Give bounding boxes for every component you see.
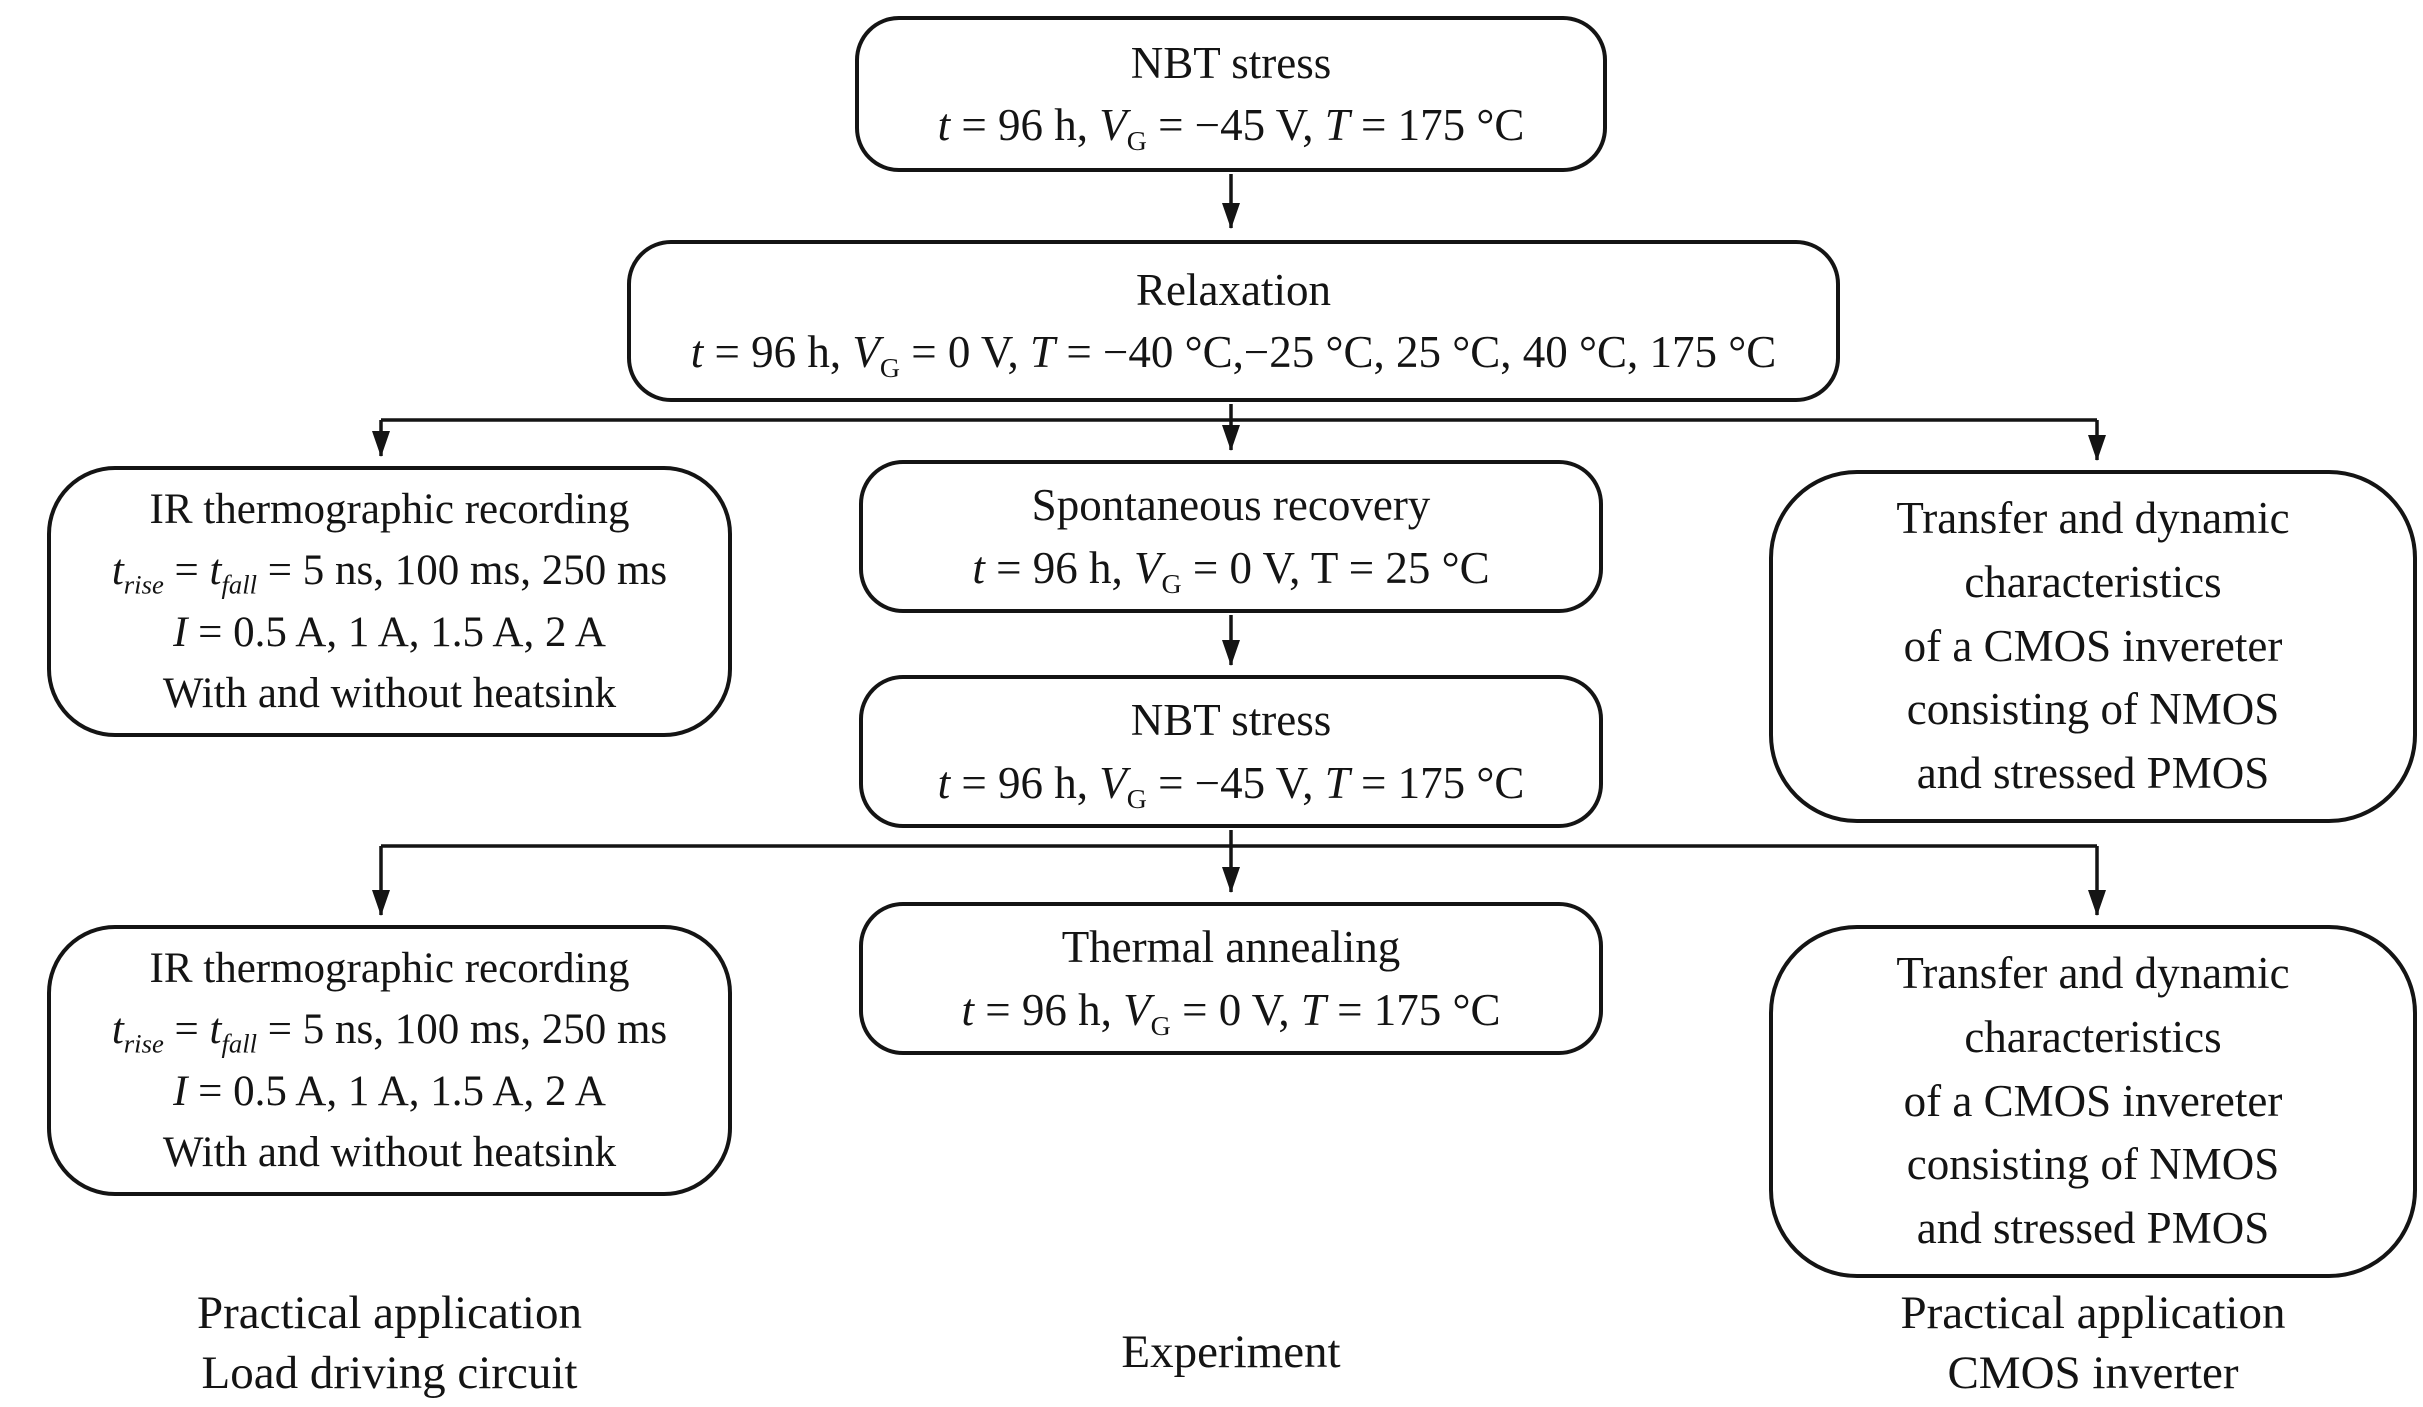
box-transfer-characteristics-2: Transfer and dynamic characteristics of … [1769, 925, 2417, 1278]
box-nbt-stress-2: NBT stress t = 96 h, VG = −45 V, T = 175… [859, 675, 1603, 828]
box-transfer-1-line1: Transfer and dynamic [1896, 492, 2290, 543]
box-nbt-stress-2-params: t = 96 h, VG = −45 V, T = 175 °C [937, 757, 1525, 815]
caption-practical-application-load-driving: Practical application Load driving circu… [47, 1283, 732, 1403]
box-ir-recording-1-line3: I = 0.5 A, 1 A, 1.5 A, 2 A [173, 608, 606, 656]
box-nbt-stress-1: NBT stress t = 96 h, VG = −45 V, T = 175… [855, 16, 1607, 172]
box-nbt-stress-2-title: NBT stress [1130, 695, 1332, 746]
box-thermal-annealing: Thermal annealing t = 96 h, VG = 0 V, T … [859, 902, 1603, 1055]
box-ir-recording-1-line2: trise = tfall = 5 ns, 100 ms, 250 ms [111, 547, 668, 601]
caption-experiment: Experiment [859, 1322, 1603, 1382]
box-spontaneous-recovery: Spontaneous recovery t = 96 h, VG = 0 V,… [859, 460, 1603, 613]
box-nbt-stress-1-params: t = 96 h, VG = −45 V, T = 175 °C [937, 100, 1525, 157]
box-transfer-1-line4: consisting of NMOS [1906, 684, 2280, 735]
box-transfer-2-line1: Transfer and dynamic [1896, 947, 2290, 998]
box-ir-recording-2-line3: I = 0.5 A, 1 A, 1.5 A, 2 A [173, 1067, 606, 1115]
box-transfer-2-line5: and stressed PMOS [1916, 1203, 2270, 1254]
box-ir-recording-2-line4: With and without heatsink [162, 1128, 617, 1176]
box-spontaneous-recovery-params: t = 96 h, VG = 0 V, T = 25 °C [972, 542, 1490, 600]
box-transfer-1-line3: of a CMOS invereter [1903, 620, 2283, 671]
box-ir-recording-2-line2: trise = tfall = 5 ns, 100 ms, 250 ms [111, 1006, 668, 1060]
box-nbt-stress-1-title: NBT stress [1130, 37, 1332, 88]
caption-left-line2: Load driving circuit [201, 1347, 578, 1400]
caption-center-line1: Experiment [1121, 1326, 1341, 1378]
box-transfer-1-line2: characteristics [1964, 556, 2222, 607]
box-ir-recording-1-line1: IR thermographic recording [149, 486, 630, 534]
box-thermal-annealing-title: Thermal annealing [1061, 922, 1401, 973]
box-relaxation-title: Relaxation [1136, 264, 1331, 315]
caption-left-line1: Practical application [197, 1287, 582, 1339]
box-ir-recording-2-line1: IR thermographic recording [149, 945, 630, 993]
caption-right-line2: CMOS inverter [1947, 1347, 2239, 1400]
box-ir-recording-1: IR thermographic recording trise = tfall… [47, 466, 732, 737]
box-relaxation: Relaxation t = 96 h, VG = 0 V, T = −40 °… [627, 240, 1840, 402]
box-transfer-2-line3: of a CMOS invereter [1903, 1075, 2283, 1126]
box-spontaneous-recovery-title: Spontaneous recovery [1031, 480, 1431, 531]
box-ir-recording-1-line4: With and without heatsink [162, 669, 617, 717]
box-transfer-1-line5: and stressed PMOS [1916, 748, 2270, 799]
box-relaxation-params: t = 96 h, VG = 0 V, T = −40 °C,−25 °C, 2… [690, 327, 1777, 384]
box-transfer-2-line4: consisting of NMOS [1906, 1139, 2280, 1190]
caption-practical-application-cmos-inverter: Practical application CMOS inverter [1769, 1283, 2417, 1403]
box-transfer-characteristics-1: Transfer and dynamic characteristics of … [1769, 470, 2417, 823]
box-thermal-annealing-params: t = 96 h, VG = 0 V, T = 175 °C [961, 984, 1501, 1042]
box-ir-recording-2: IR thermographic recording trise = tfall… [47, 925, 732, 1196]
caption-right-line1: Practical application [1900, 1287, 2286, 1339]
box-transfer-2-line2: characteristics [1964, 1011, 2222, 1062]
